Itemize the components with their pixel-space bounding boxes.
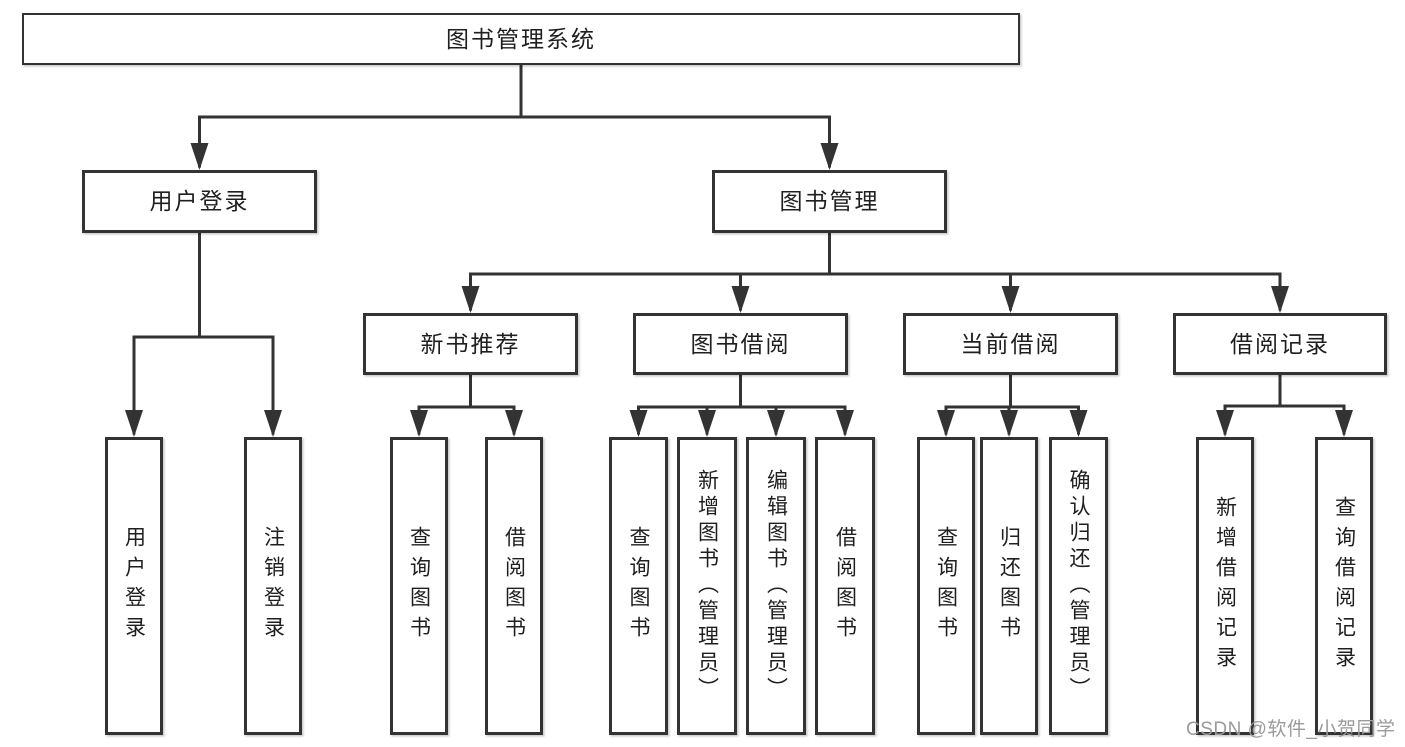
leaf-query-books-borrowing: 查询图书 xyxy=(609,437,668,735)
node-label: 图书借阅 xyxy=(690,330,791,357)
leaf-query-books-current: 查询图书 xyxy=(917,437,975,735)
node-borrowing-records: 借阅记录 xyxy=(1173,313,1387,375)
leaf-borrow-books-borrowing: 借阅图书 xyxy=(815,437,875,735)
leaf-add-borrow-record: 新增借阅记录 xyxy=(1196,437,1254,735)
leaf-edit-book-admin: 编辑图书（管理员） xyxy=(746,437,806,735)
node-label: 用户登录 xyxy=(122,526,146,646)
node-user-login: 用户登录 xyxy=(82,170,317,233)
node-label: 注销登录 xyxy=(261,526,285,646)
node-label: 用户登录 xyxy=(149,188,250,214)
node-label: 查询借阅记录 xyxy=(1332,496,1356,676)
node-label: 确认归还（管理员） xyxy=(1067,469,1090,703)
node-label: 新增图书（管理员） xyxy=(695,469,719,703)
node-label: 新书推荐 xyxy=(420,330,521,357)
node-new-book-recommendation: 新书推荐 xyxy=(363,313,578,375)
node-label: 编辑图书（管理员） xyxy=(764,469,788,703)
node-book-management: 图书管理 xyxy=(712,170,947,233)
node-label: 借阅图书 xyxy=(502,526,526,646)
node-book-borrowing: 图书借阅 xyxy=(633,313,848,375)
node-library-management-system: 图书管理系统 xyxy=(22,13,1020,65)
node-label: 新增借阅记录 xyxy=(1213,496,1237,676)
node-label: 查询图书 xyxy=(627,526,650,646)
node-current-borrowing: 当前借阅 xyxy=(903,313,1118,375)
node-label: 查询图书 xyxy=(407,526,431,646)
leaf-user-login: 用户登录 xyxy=(105,437,163,735)
leaf-query-books-recommend: 查询图书 xyxy=(390,437,448,735)
node-label: 归还图书 xyxy=(997,526,1021,646)
leaf-confirm-return-admin: 确认归还（管理员） xyxy=(1049,437,1108,735)
node-label: 当前借阅 xyxy=(960,330,1061,357)
node-label: 查询图书 xyxy=(934,526,958,646)
leaf-query-borrow-record: 查询借阅记录 xyxy=(1315,437,1373,735)
node-label: 图书管理系统 xyxy=(446,25,596,52)
leaf-return-book: 归还图书 xyxy=(980,437,1038,735)
leaf-add-book-admin: 新增图书（管理员） xyxy=(677,437,737,735)
node-label: 借阅图书 xyxy=(833,526,857,646)
node-label: 借阅记录 xyxy=(1230,330,1330,357)
node-label: 图书管理 xyxy=(779,188,880,214)
leaf-borrow-books-recommend: 借阅图书 xyxy=(485,437,543,735)
watermark: CSDN @软件_小贺同学 xyxy=(1186,719,1396,740)
leaf-logout: 注销登录 xyxy=(244,437,302,735)
